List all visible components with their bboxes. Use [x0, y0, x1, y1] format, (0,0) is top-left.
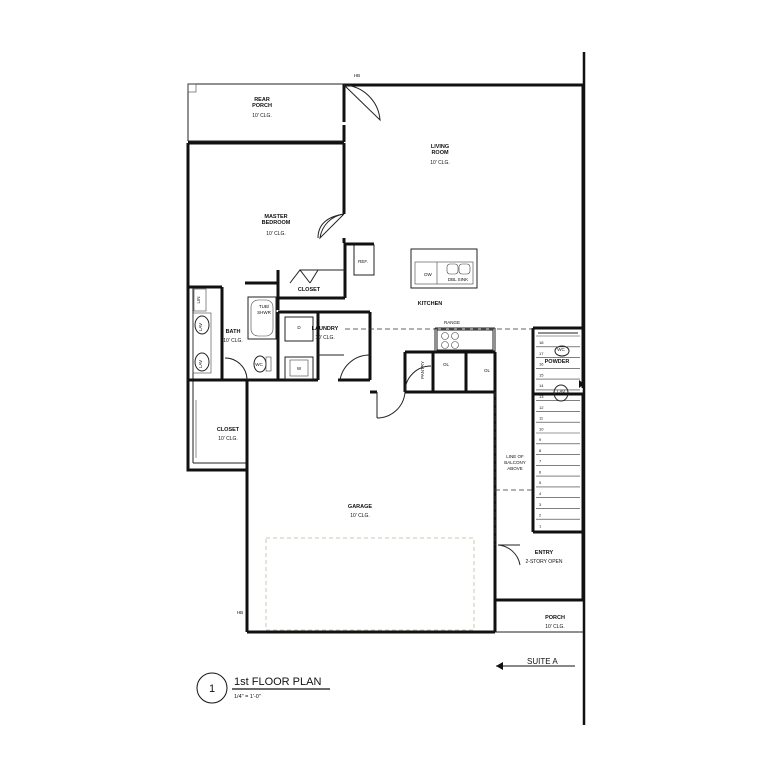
title-number-circle — [196, 672, 228, 704]
stair-number: 16 — [539, 362, 544, 367]
doors — [224, 84, 521, 566]
stair-treads: 18 17 16 15 14 13 12 11 10 9 8 7 6 5 4 3 2 1 — [536, 335, 580, 528]
stair-number: 18 — [539, 340, 544, 345]
fixtures — [192, 288, 570, 458]
stair-number: 6 — [539, 469, 542, 474]
label-entry: ENTRY — [535, 550, 554, 556]
label-living-room-clg: 10' CLG. — [430, 160, 450, 166]
label-rear-porch-clg: 10' CLG. — [252, 113, 272, 119]
garage-door-outline — [265, 537, 475, 631]
exterior-walls — [186, 83, 585, 634]
label-laundry: LAUNDRY — [312, 326, 339, 332]
label-ol-1: OL — [443, 362, 450, 367]
label-pantry: PANTRY — [420, 361, 425, 379]
stair-number: 3 — [539, 502, 542, 507]
label-closet-lower-clg: 10' CLG. — [218, 436, 238, 442]
label-wc: WC — [255, 362, 263, 367]
label-dw: DW — [424, 272, 432, 277]
label-bath-clg: 10' CLG. — [223, 338, 243, 344]
label-ol-2: OL — [484, 368, 491, 373]
label-closet-lower: CLOSET — [217, 427, 240, 433]
title-text: 1st FLOOR PLAN — [234, 676, 321, 688]
label-lav-2: LAV — [198, 360, 203, 368]
stair-number: 4 — [539, 491, 542, 496]
title-number: 1 — [209, 683, 215, 695]
stair-number: 1 — [539, 523, 542, 528]
label-garage: GARAGE — [348, 504, 372, 510]
title-block: 1 1st FLOOR PLAN 1/4" = 1'-0" — [196, 672, 330, 704]
suite-label-group: SUITE A — [496, 657, 575, 670]
stair-number: 5 — [539, 480, 542, 485]
stair-number: 2 — [539, 513, 542, 518]
stair-number: 12 — [539, 405, 544, 410]
label-porch: PORCH — [545, 615, 565, 621]
label-sink: DBL SINK — [448, 277, 468, 282]
stair-number: 10 — [539, 426, 544, 431]
label-closet-upper: CLOSET — [298, 287, 321, 293]
stair-number: 15 — [539, 372, 544, 377]
label-ref: REF. — [358, 259, 368, 264]
stair-number: 17 — [539, 351, 544, 356]
stair-number: 7 — [539, 459, 542, 464]
label-powder-wc: WC — [557, 347, 565, 352]
title-scale: 1/4" = 1'-0" — [234, 694, 261, 700]
label-hb-top: HB — [354, 73, 360, 78]
label-porch-clg: 10' CLG. — [545, 624, 565, 630]
label-dryer: D — [297, 325, 301, 330]
label-powder-lav: LAV — [557, 389, 565, 394]
label-garage-clg: 10' CLG. — [350, 513, 370, 519]
label-bath: BATH — [226, 329, 241, 335]
stair-number: 8 — [539, 448, 542, 453]
stair-number: 9 — [539, 437, 542, 442]
label-powder: POWDER — [545, 359, 570, 365]
label-kitchen: KITCHEN — [418, 301, 442, 307]
label-hb-bottom: HB — [237, 610, 243, 615]
suite-label: SUITE A — [527, 657, 558, 666]
stair-number: 11 — [539, 416, 544, 421]
label-lav-1: LAV — [198, 323, 203, 331]
label-range: RANGE — [444, 320, 460, 325]
stair-number: 13 — [539, 394, 544, 399]
label-washer: W — [297, 366, 302, 371]
fixture-labels: REF. DW DBL SINK RANGE TUB/SHWR LIN LAV … — [196, 73, 565, 615]
label-master-bedroom-clg: 10' CLG. — [266, 231, 286, 237]
label-lin: LIN — [196, 296, 201, 303]
label-entry-clg: 2-STORY OPEN — [526, 559, 563, 565]
label-laundry-clg: 10' CLG. — [315, 335, 335, 341]
stair-number: 14 — [539, 383, 544, 388]
label-tub: TUB/SHWR — [257, 304, 271, 315]
